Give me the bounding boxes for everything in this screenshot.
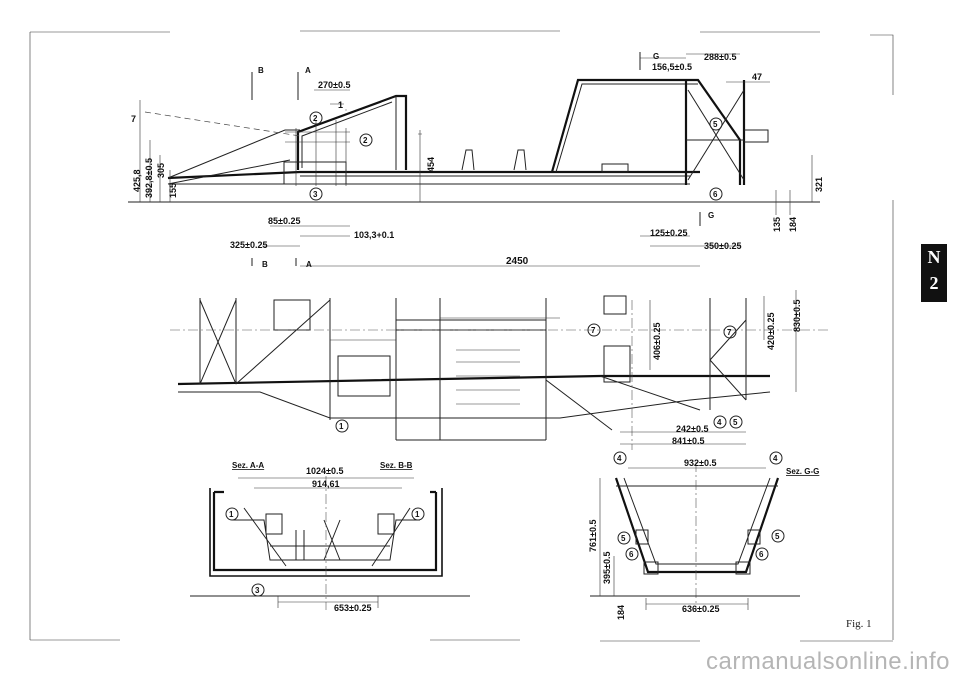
dim-125: 125±0.25 [650,228,687,238]
chapter-tab-letter: N [927,247,941,267]
watermark-text: carmanualsonline.info [706,648,950,675]
chapter-tab-number: 2 [929,273,939,293]
dim-454: 454 [426,157,436,172]
dim-103: 103,3+0.1 [354,230,394,240]
svg-text:3: 3 [313,190,318,199]
callout-3: 3 [309,187,323,201]
svg-text:7: 7 [727,328,732,337]
callout-2a: 2 [309,111,323,125]
svg-text:2: 2 [313,114,318,123]
dim-156: 156,5±0.5 [652,62,692,72]
section-mark-g-top: G [653,52,659,61]
dim-242: 242±0.5 [676,424,708,434]
dim-830: 830±0.5 [792,300,802,332]
page-border [29,30,894,642]
dim-2450: 2450 [506,256,529,267]
callout-6: 6 [709,187,723,201]
dim-288: 288±0.5 [704,52,736,62]
side-view: B A G G B A 270±0.5 1 7 425,8 392,8±0.5 … [128,52,824,269]
svg-text:7: 7 [591,326,596,335]
callout-ab-3: 3 [251,583,265,597]
section-mark-b-bottom: B [262,260,268,269]
dim-85: 85±0.25 [268,216,300,226]
callout-ab-1a: 1 [225,507,239,521]
dim-406: 406±0.25 [652,323,662,360]
svg-text:5: 5 [733,418,738,427]
section-gg-title: Sez. G-G [786,467,819,476]
dim-270: 270±0.5 [318,80,350,90]
dim-914: 914,61 [312,479,340,489]
dim-932: 932±0.5 [684,458,716,468]
section-mark-b-top: B [258,66,264,75]
svg-text:6: 6 [759,550,764,559]
dim-155: 155 [168,183,178,198]
callout-plan-7a: 7 [587,323,601,337]
callout-5: 5 [709,117,723,131]
section-ab: Sez. A-A Sez. B-B 1024±0.5 914,61 653±0.… [190,461,470,613]
dim-325: 325±0.25 [230,240,267,250]
dim-653: 653±0.25 [334,603,371,613]
callout-gg-4a: 4 [613,451,627,465]
plan-view: 406±0.25 420±0.25 830±0.5 242±0.5 841±0.… [170,290,830,450]
dim-392: 392,8±0.5 [144,158,154,198]
section-mark-a-top: A [305,66,311,75]
callout-plan-5: 5 [729,415,743,429]
dim-841: 841±0.5 [672,436,704,446]
svg-text:2: 2 [363,136,368,145]
dim-1024: 1024±0.5 [306,466,343,476]
svg-text:4: 4 [717,418,722,427]
callout-gg-5a: 5 [617,531,631,545]
svg-text:1: 1 [229,510,234,519]
svg-text:3: 3 [255,586,260,595]
dim-761: 761±0.5 [588,520,598,552]
svg-text:6: 6 [713,190,718,199]
chapter-tab: N 2 [921,244,947,302]
svg-text:6: 6 [629,550,634,559]
section-gg: Sez. G-G 932±0.5 761±0.5 395±0.5 184 636… [588,451,819,620]
svg-text:4: 4 [617,454,622,463]
figure-caption: Fig. 1 [846,618,872,630]
dim-420: 420±0.25 [766,313,776,350]
callout-plan-7b: 7 [723,325,737,339]
section-mark-a-bottom: A [306,260,312,269]
callout-gg-6b: 6 [755,547,769,561]
dim-636: 636±0.25 [682,604,719,614]
callout-plan-1: 1 [335,419,349,433]
section-mark-g-bottom: G [708,211,714,220]
dim-135: 135 [772,217,782,232]
dim-395: 395±0.5 [602,552,612,584]
svg-text:5: 5 [775,532,780,541]
dim-350: 350±0.25 [704,241,741,251]
callout-plan-4: 4 [713,415,727,429]
dim-305: 305 [156,163,166,178]
svg-text:5: 5 [621,534,626,543]
callout-gg-4b: 4 [769,451,783,465]
dim-184-section: 184 [616,605,626,620]
callout-ab-1b: 1 [411,507,425,521]
svg-text:1: 1 [339,422,344,431]
dim-1: 1 [338,100,343,110]
callout-gg-5b: 5 [771,529,785,543]
section-aa-title: Sez. A-A [232,461,264,470]
svg-text:5: 5 [713,120,718,129]
svg-text:4: 4 [773,454,778,463]
dim-47: 47 [752,72,762,82]
callout-gg-6a: 6 [625,547,639,561]
svg-text:1: 1 [415,510,420,519]
dim-425: 425,8 [132,169,142,192]
dim-7: 7 [131,114,136,124]
dim-184: 184 [788,217,798,232]
dim-321: 321 [814,177,824,192]
section-bb-title: Sez. B-B [380,461,413,470]
callout-2b: 2 [359,133,373,147]
